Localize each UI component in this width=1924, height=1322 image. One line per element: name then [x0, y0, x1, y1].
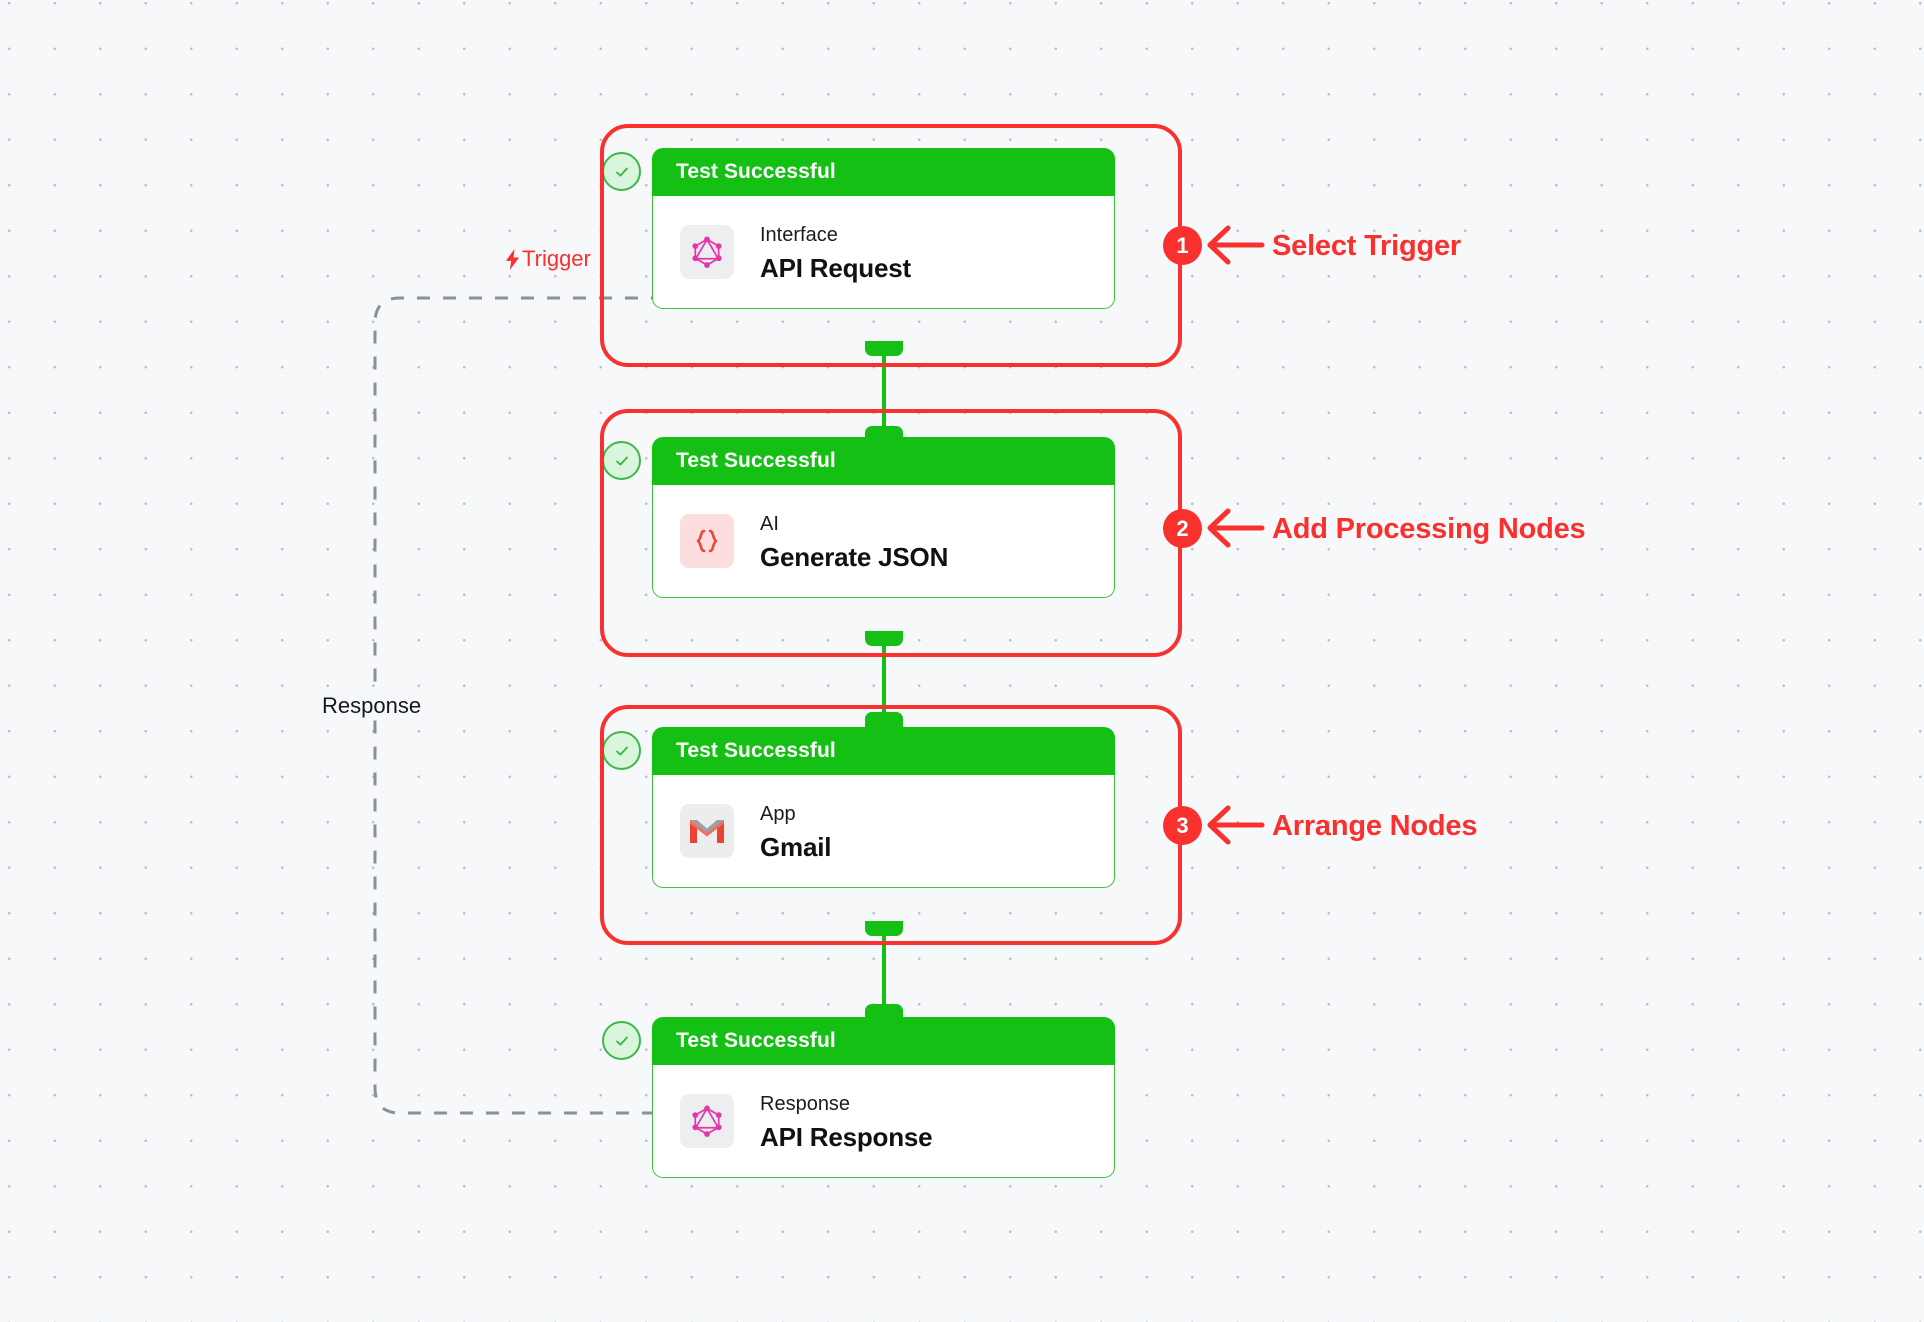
node-header-generate-json: Test Successful: [652, 437, 1115, 485]
check-circle-icon: [615, 1036, 628, 1045]
node-status-label: Test Successful: [676, 449, 836, 472]
node-header-api-request: Test Successful: [652, 148, 1115, 196]
check-circle-icon: [615, 456, 628, 465]
node-kind-label: Response: [760, 1092, 851, 1115]
node-kind-label: AI: [760, 512, 779, 535]
node-status-label: Test Successful: [676, 160, 836, 183]
node-kind-label: App: [760, 802, 796, 825]
node-kind-label: Interface: [760, 223, 838, 246]
node-body-api-request[interactable]: Interface API Request: [652, 196, 1115, 309]
node-output-nub-generate-json: [865, 631, 903, 646]
check-circle-icon: [615, 746, 628, 755]
node-header-api-response: Test Successful: [652, 1017, 1115, 1065]
annotation-label-arrange-nodes: Arrange Nodes: [1272, 810, 1478, 842]
edge-label-trigger-text: Trigger: [522, 246, 591, 271]
node-body-api-response[interactable]: Response API Response: [652, 1065, 1115, 1178]
annotation-label-select-trigger: Select Trigger: [1272, 230, 1461, 262]
node-gmail[interactable]: Test Successful App Gmail: [652, 727, 1115, 888]
node-body-generate-json[interactable]: AI Generate JSON: [652, 485, 1115, 598]
status-badge-gmail: [602, 731, 641, 770]
gmail-icon: [680, 804, 734, 858]
json-braces-icon: [680, 514, 734, 568]
node-text-api-request: Interface API Request: [760, 220, 911, 285]
node-input-nub-gmail: [865, 712, 903, 727]
graphql-icon: [680, 225, 734, 279]
annotation-marker-2: 2: [1163, 509, 1202, 548]
check-circle-icon: [615, 167, 628, 176]
node-header-gmail: Test Successful: [652, 727, 1115, 775]
edge-label-response-text: Response: [322, 693, 422, 718]
node-title-label: API Response: [760, 1121, 933, 1152]
node-status-label: Test Successful: [676, 739, 836, 762]
node-text-api-response: Response API Response: [760, 1089, 933, 1154]
status-badge-generate-json: [602, 441, 641, 480]
status-badge-api-request: [602, 152, 641, 191]
node-title-label: Gmail: [760, 831, 832, 862]
edge-label-response: Response: [318, 692, 426, 720]
annotation-marker-number: 3: [1176, 812, 1189, 838]
annotation-marker-number: 1: [1176, 232, 1189, 258]
node-api-response[interactable]: Test Successful: [652, 1017, 1115, 1178]
node-title-label: Generate JSON: [760, 541, 949, 572]
node-input-nub-api-response: [865, 1004, 903, 1019]
node-output-nub-gmail: [865, 921, 903, 936]
annotation-marker-number: 2: [1176, 515, 1189, 541]
node-output-nub-api-request: [865, 341, 903, 356]
node-text-gmail: App Gmail: [760, 799, 831, 864]
annotation-marker-3: 3: [1163, 806, 1202, 845]
status-badge-api-response: [602, 1021, 641, 1060]
node-title-label: API Request: [760, 252, 911, 283]
node-api-request[interactable]: Test Successful: [652, 148, 1115, 309]
node-body-gmail[interactable]: App Gmail: [652, 775, 1115, 888]
lightning-bolt-icon: [504, 248, 521, 270]
edge-label-trigger: Trigger: [500, 245, 595, 273]
node-status-label: Test Successful: [676, 1029, 836, 1052]
annotation-label-add-processing-nodes: Add Processing Nodes: [1272, 513, 1586, 545]
graphql-icon: [680, 1094, 734, 1148]
node-generate-json[interactable]: Test Successful AI Generate JSON: [652, 437, 1115, 598]
node-text-generate-json: AI Generate JSON: [760, 509, 948, 574]
annotation-marker-1: 1: [1163, 226, 1202, 265]
